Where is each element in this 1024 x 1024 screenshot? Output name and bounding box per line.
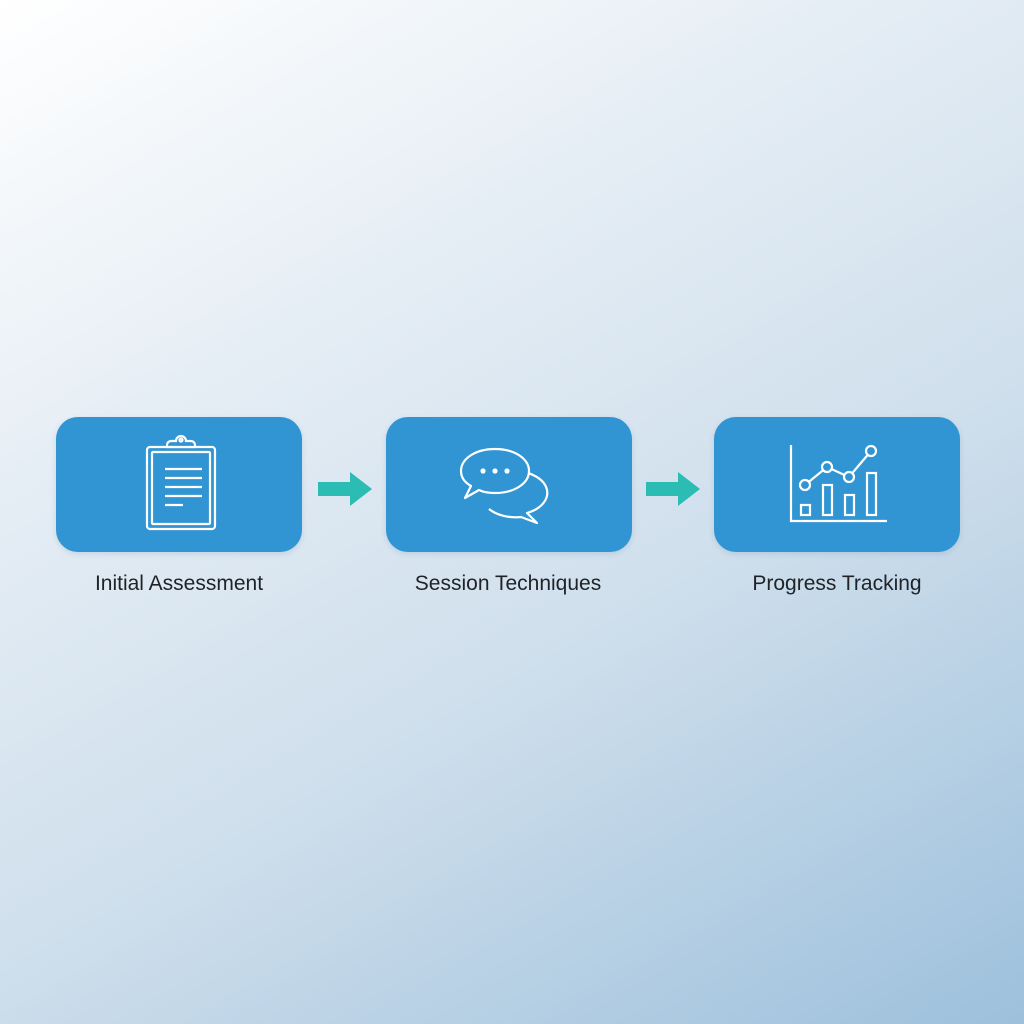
- arrow-right-icon: [646, 472, 700, 506]
- step-initial-assessment: [56, 417, 302, 552]
- step-label: Initial Assessment: [94, 572, 264, 595]
- chat-bubbles-icon: [459, 447, 549, 524]
- arrow-right-icon: [318, 472, 372, 506]
- step-label: Session Techniques: [414, 572, 602, 595]
- step-session-techniques: [386, 417, 632, 552]
- step-label: Progress Tracking: [752, 572, 922, 595]
- clipboard-icon: [145, 434, 217, 530]
- chart-icon: [789, 444, 887, 522]
- step-progress-tracking: [714, 417, 960, 552]
